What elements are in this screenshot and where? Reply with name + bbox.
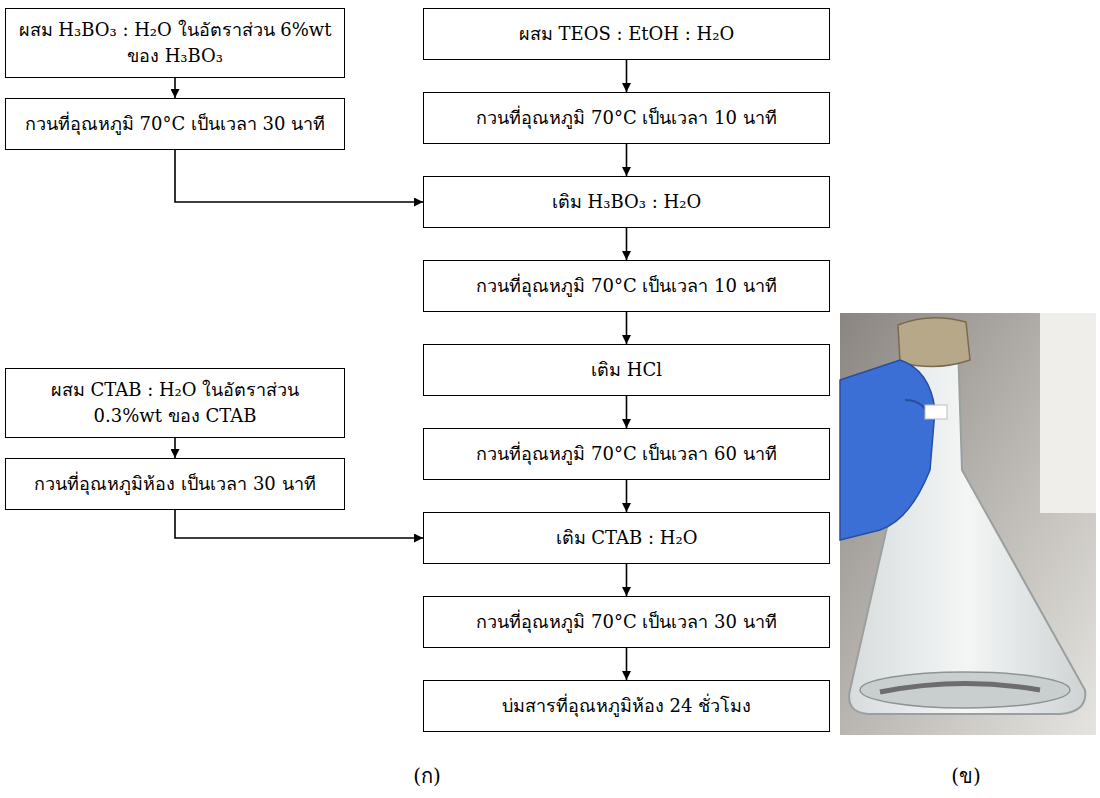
- process-box: กวนที่อุณหภูมิ 70°C เป็นเวลา 10 นาที: [423, 92, 830, 144]
- step-text: กวนที่อุณหภูมิ 70°C เป็นเวลา 10 นาที: [476, 273, 776, 299]
- flow-arrow: [626, 480, 628, 512]
- flow-arrow: [626, 312, 628, 344]
- flow-arrow: [174, 78, 176, 98]
- flow-arrow: [175, 150, 423, 202]
- process-box: ผสม CTAB : H₂O ในอัตราส่วน 0.3%wt ของ CT…: [5, 368, 345, 438]
- process-box: กวนที่อุณหภูมิห้อง เป็นเวลา 30 นาที: [5, 458, 345, 510]
- process-box: ผสม TEOS : EtOH : H₂O: [423, 8, 830, 60]
- process-box: เติม HCl: [423, 344, 830, 396]
- step-text: ผสม H₃BO₃ : H₂O ในอัตราส่วน 6%wt ของ H₃B…: [16, 17, 334, 69]
- step-text: บ่มสารที่อุณหภูมิห้อง 24 ชั่วโมง: [502, 693, 751, 719]
- process-box: กวนที่อุณหภูมิ 70°C เป็นเวลา 30 นาที: [423, 596, 830, 648]
- panel-label: (ข): [951, 760, 981, 792]
- process-box: เติม CTAB : H₂O: [423, 512, 830, 564]
- process-box: บ่มสารที่อุณหภูมิห้อง 24 ชั่วโมง: [423, 680, 830, 732]
- step-text: ผสม TEOS : EtOH : H₂O: [519, 21, 734, 47]
- process-box: เติม H₃BO₃ : H₂O: [423, 176, 830, 228]
- process-box: กวนที่อุณหภูมิ 70°C เป็นเวลา 10 นาที: [423, 260, 830, 312]
- stir-bar: [880, 683, 1040, 692]
- process-box: กวนที่อุณหภูมิ 70°C เป็นเวลา 60 นาที: [423, 428, 830, 480]
- flow-arrow: [175, 510, 423, 538]
- step-text: กวนที่อุณหภูมิ 70°C เป็นเวลา 60 นาที: [476, 441, 776, 467]
- lab-wall: [1040, 313, 1096, 513]
- photo-ground: [840, 313, 1096, 735]
- flow-arrow: [626, 564, 628, 596]
- panel-label: (ก): [413, 760, 441, 792]
- step-text: เติม HCl: [591, 357, 662, 383]
- flow-arrow: [626, 648, 628, 680]
- step-text: เติม CTAB : H₂O: [556, 525, 698, 551]
- foil-cap: [898, 318, 970, 367]
- step-text: กวนที่อุณหภูมิห้อง เป็นเวลา 30 นาที: [34, 471, 315, 497]
- flask-liquid: [860, 672, 1070, 708]
- flow-arrow: [626, 144, 628, 176]
- process-box: ผสม H₃BO₃ : H₂O ในอัตราส่วน 6%wt ของ H₃B…: [5, 8, 345, 78]
- process-box: กวนที่อุณหภูมิ 70°C เป็นเวลา 30 นาที: [5, 98, 345, 150]
- flow-arrow: [626, 60, 628, 92]
- flow-arrow: [174, 438, 176, 458]
- flask-label: [925, 405, 947, 419]
- blue-glove: [840, 360, 935, 540]
- flow-arrow: [626, 228, 628, 260]
- step-text: กวนที่อุณหภูมิ 70°C เป็นเวลา 30 นาที: [25, 111, 325, 137]
- step-text: กวนที่อุณหภูมิ 70°C เป็นเวลา 10 นาที: [476, 105, 776, 131]
- flow-arrow: [626, 396, 628, 428]
- step-text: ผสม CTAB : H₂O ในอัตราส่วน 0.3%wt ของ CT…: [16, 377, 334, 429]
- step-text: กวนที่อุณหภูมิ 70°C เป็นเวลา 30 นาที: [476, 609, 776, 635]
- step-text: เติม H₃BO₃ : H₂O: [552, 189, 701, 215]
